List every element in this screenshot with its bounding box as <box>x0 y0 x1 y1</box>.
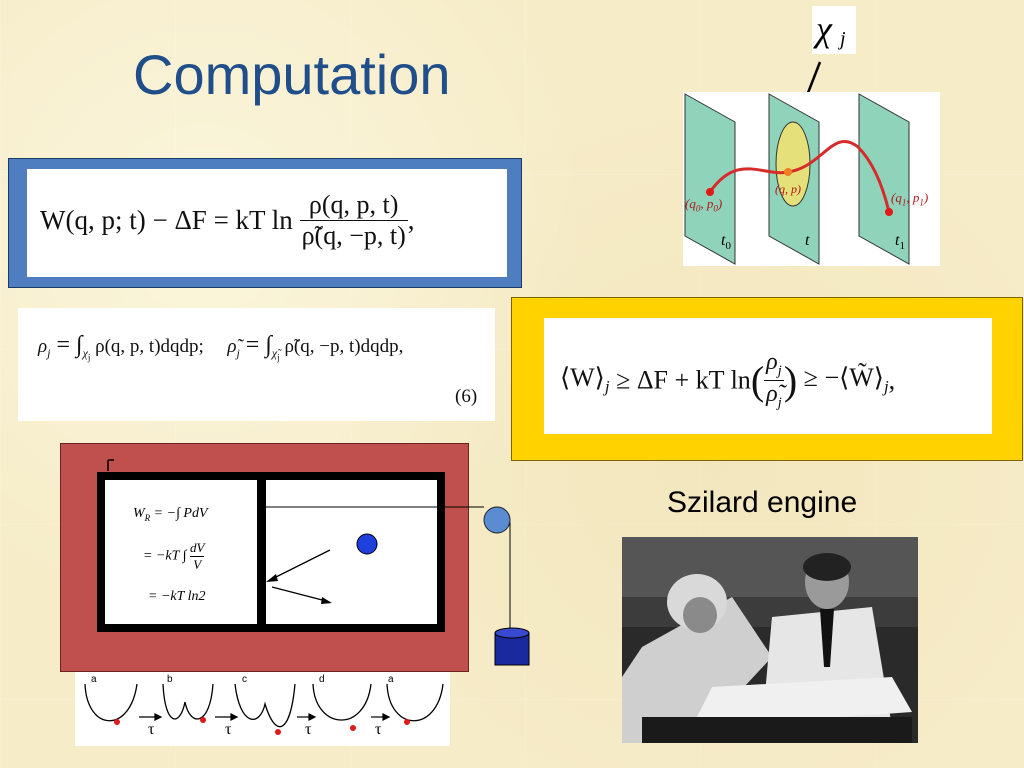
engine-box <box>97 472 445 632</box>
well-label-4: d <box>319 674 325 685</box>
rho-tilde-j: ρ̃j = ∫χ̃j ρ̃(q, −p, t)dqdp, <box>227 332 404 363</box>
potential-wells-strip: a b c d a τ τ τ τ <box>75 672 450 746</box>
wells-svg <box>84 683 444 735</box>
well-b <box>162 683 214 720</box>
tau-label-2: τ <box>225 721 232 738</box>
rho-j: ρj = ∫χj ρ(q, p, t)dqdp; <box>38 332 204 363</box>
crooks-fraction: ρ(q, p, t) ρ̃(q, −p, t) <box>299 190 408 251</box>
crooks-numerator: ρ(q, p, t) <box>299 190 408 221</box>
crooks-equation: W(q, p; t) − ΔF = kT ln ρ(q, p, t) ρ̃(q,… <box>40 190 415 251</box>
integral-definitions: ρj = ∫χj ρ(q, p, t)dqdp; ρ̃j = ∫χ̃j ρ̃(q… <box>38 332 403 362</box>
chi-j-label: χ j <box>812 6 856 54</box>
well-d <box>312 683 372 721</box>
well-label-3: c <box>242 674 247 685</box>
bound-numerator: ρj <box>764 349 784 381</box>
well-label-5: a <box>388 674 394 685</box>
trajectory-curve <box>708 139 891 213</box>
mid-point <box>784 168 792 176</box>
t0-label: t0 <box>721 232 731 253</box>
start-label: (q0, p0) <box>685 196 723 214</box>
bound-equation-panel <box>544 318 992 434</box>
phase-space-planes-diagram: (q0, p0) (q, p) (q1, p1) t0 t t1 <box>683 92 940 266</box>
engine-partition <box>257 478 266 626</box>
integral-definitions-panel <box>18 308 495 421</box>
well-a2 <box>386 683 444 722</box>
chi-symbol: χ <box>816 9 832 49</box>
tau-label-4: τ <box>375 721 382 738</box>
bounce-arrow-out <box>271 586 327 602</box>
weight <box>494 627 530 666</box>
work-equation-line3: = −kT ln2 <box>148 589 206 604</box>
bound-lparen: ( <box>750 357 765 403</box>
crooks-lhs: W(q, p; t) − ΔF = kT ln <box>40 205 293 235</box>
well-c <box>234 683 296 728</box>
well-label-2: b <box>167 674 173 685</box>
end-point <box>885 208 893 216</box>
szilard-engine-label: Szilard engine <box>667 486 858 519</box>
bound-rhs: ≥ −⟨W̃⟩j <box>797 363 889 397</box>
bound-denominator: ρ̃j <box>766 380 782 411</box>
bounce-arrow-in <box>271 549 331 580</box>
slide-title: Computation <box>133 43 451 106</box>
einstein-szilard-photo <box>622 537 918 743</box>
photo-svg <box>622 537 918 743</box>
tau-label-1: τ <box>148 721 155 738</box>
bound-rparen: ) <box>783 357 798 403</box>
mid-label: (q, p) <box>775 182 801 196</box>
start-point <box>706 188 714 196</box>
transition-arrows <box>139 713 391 721</box>
szilard-engine-diagram <box>97 459 530 666</box>
crooks-denominator: ρ̃(q, −p, t) <box>301 221 406 250</box>
crooks-equation-panel <box>27 169 507 277</box>
crooks-tail: , <box>407 205 415 235</box>
bound-tail: , <box>888 365 896 395</box>
work-equation-line1: WR = −∫ PdV <box>133 506 208 523</box>
pulley-wheel <box>483 506 511 534</box>
well-a <box>84 683 138 722</box>
well-label-1: a <box>91 674 97 685</box>
bound-mid: ≥ ΔF + kT ln <box>609 365 751 395</box>
person-left <box>622 597 772 743</box>
gas-molecule <box>356 533 378 555</box>
table-papers <box>692 677 912 727</box>
chi-sub: j <box>840 28 846 50</box>
plane-t0 <box>684 93 736 265</box>
t1-label: t1 <box>895 232 905 253</box>
t-label: t <box>805 232 810 249</box>
plane-t1 <box>858 93 910 265</box>
tau-label-3: τ <box>305 721 312 738</box>
planes-svg <box>684 93 910 265</box>
equation-number: (6) <box>455 386 478 407</box>
bound-lhs: ⟨W⟩j <box>560 363 610 397</box>
end-label: (q1, p1) <box>891 190 929 208</box>
